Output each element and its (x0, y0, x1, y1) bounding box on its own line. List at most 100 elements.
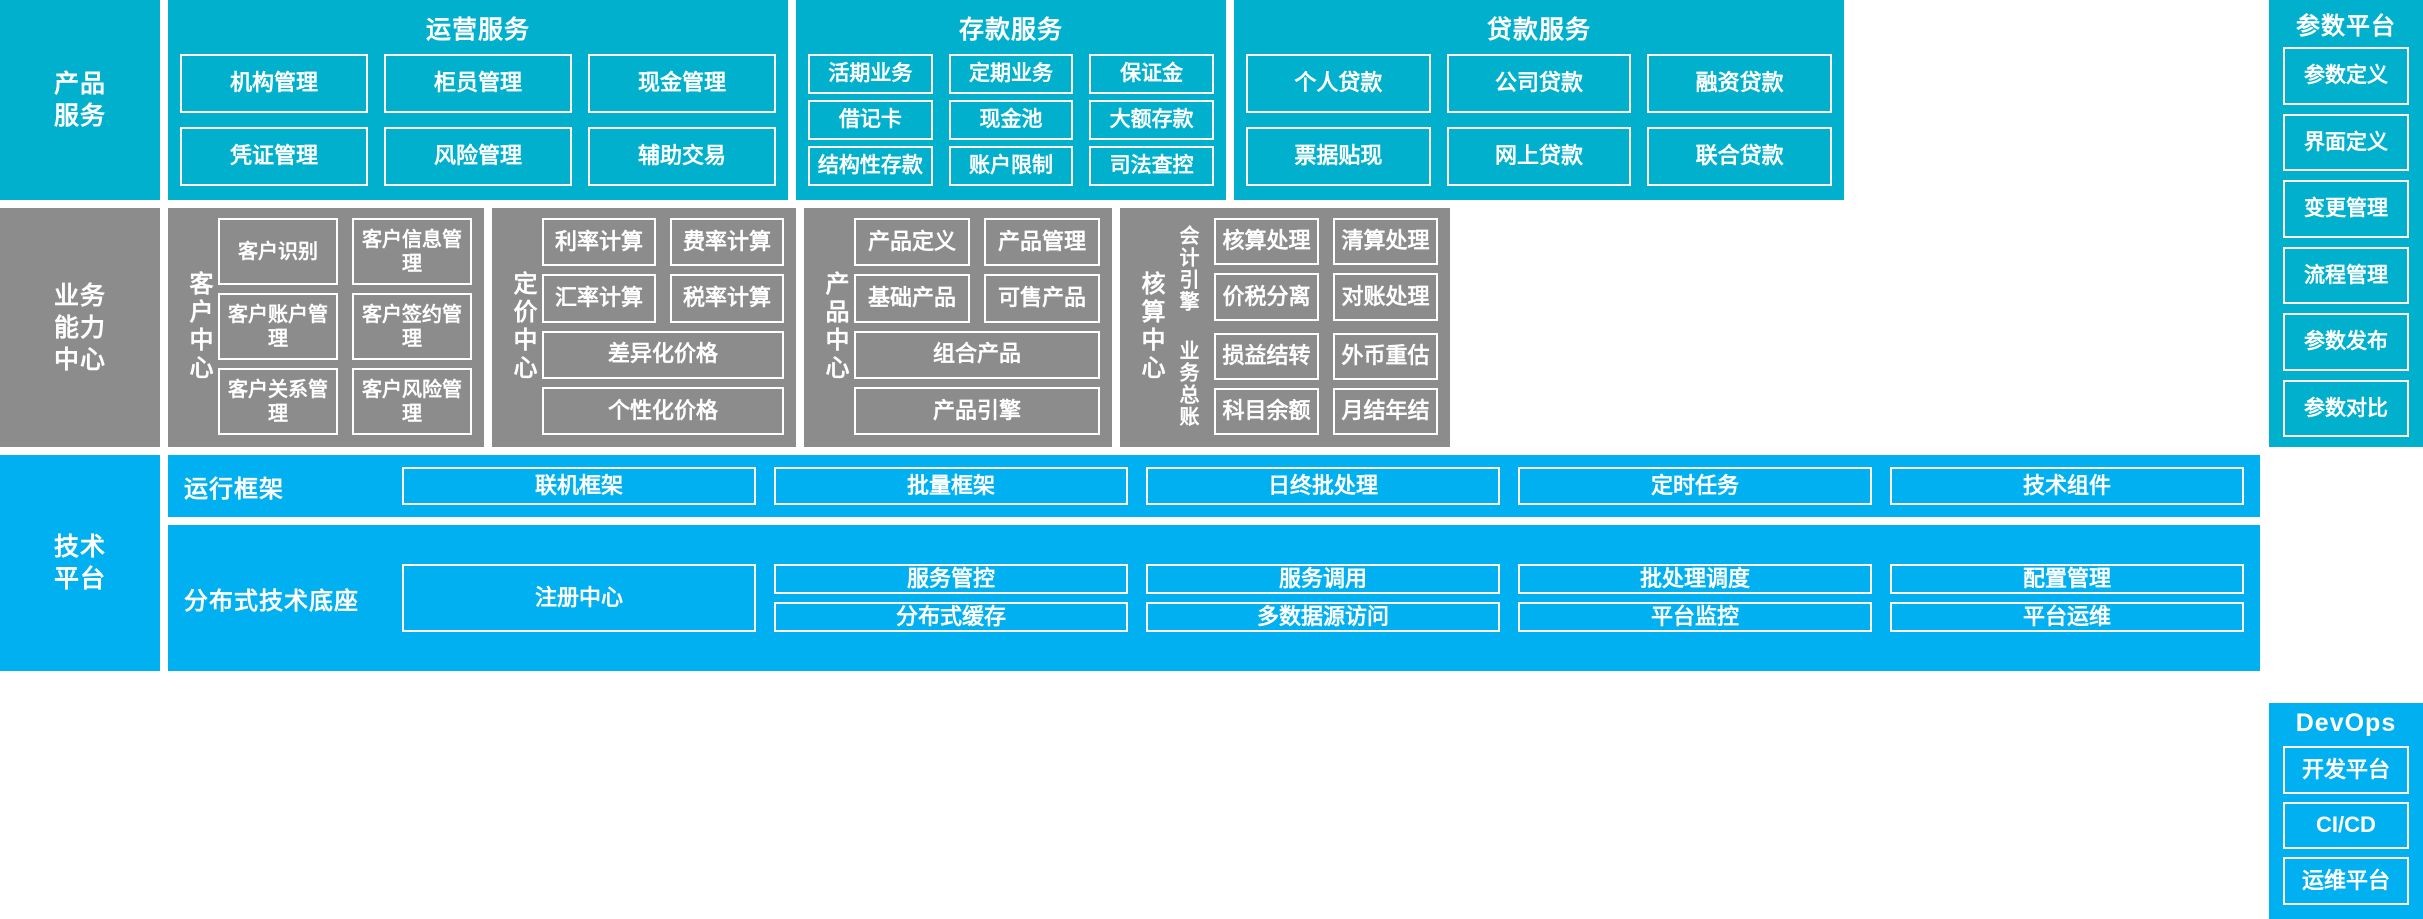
service-card[interactable]: 网上贷款 (1446, 127, 1632, 186)
center-pricing: 定价中心 利率计算 费率计算 汇率计算 税率计算 差异化价格 个性化价格 (492, 208, 796, 447)
service-card[interactable]: 活期业务 (808, 54, 933, 94)
capability-card[interactable]: 损益结转 (1214, 332, 1319, 380)
center-label-pricing: 定价中心 (509, 270, 536, 383)
devops-card[interactable]: 开发平台 (2283, 746, 2409, 794)
group-operation-service: 运营服务 机构管理 柜员管理 现金管理 凭证管理 风险管理 辅助交易 (168, 0, 788, 200)
capability-card[interactable]: 核算处理 (1214, 218, 1319, 266)
tech-card[interactable]: 分布式缓存 (774, 602, 1128, 633)
service-card[interactable]: 个人贷款 (1246, 54, 1431, 113)
capability-card[interactable]: 组合产品 (854, 330, 1100, 379)
capability-card[interactable]: 产品引擎 (854, 386, 1100, 435)
tech-card[interactable]: 日终批处理 (1146, 467, 1500, 505)
product-center-grid: 产品定义 产品管理 基础产品 可售产品 组合产品 产品引擎 (854, 218, 1100, 435)
service-card[interactable]: 柜员管理 (384, 54, 572, 113)
capability-card[interactable]: 外币重估 (1333, 332, 1438, 380)
capability-card[interactable]: 清算处理 (1333, 218, 1438, 266)
service-card[interactable]: 借记卡 (808, 100, 933, 140)
tech-card[interactable]: 多数据源访问 (1146, 602, 1500, 633)
tech-card[interactable]: 平台监控 (1518, 602, 1872, 633)
parameter-card[interactable]: 参数对比 (2283, 379, 2409, 437)
accounting-center-body: 会计引擎 核算处理 清算处理 价税分离 对账处理 业务总账 损益结转 外币重估 (1170, 218, 1438, 435)
capability-card[interactable]: 产品管理 (984, 218, 1100, 267)
accounting-sublabel-ledger: 业务总账 (1176, 339, 1198, 428)
sidebar-devops: DevOps 开发平台 CI/CD 运维平台 (2269, 703, 2423, 919)
capability-card[interactable]: 费率计算 (670, 218, 784, 267)
service-card[interactable]: 联合贷款 (1647, 127, 1832, 186)
service-card[interactable]: 机构管理 (180, 54, 368, 113)
capability-card[interactable]: 客户识别 (218, 218, 338, 285)
service-card[interactable]: 辅助交易 (588, 127, 776, 186)
devops-card[interactable]: CI/CD (2283, 801, 2409, 850)
service-card[interactable]: 现金管理 (588, 54, 776, 113)
tech-card[interactable]: 平台运维 (1890, 602, 2244, 633)
tech-card[interactable]: 联机框架 (402, 467, 756, 505)
capability-card[interactable]: 客户信息管理 (352, 218, 472, 285)
parameter-card[interactable]: 流程管理 (2283, 246, 2409, 304)
service-card[interactable]: 结构性存款 (808, 146, 933, 186)
tech-card[interactable]: 服务管控 (774, 563, 1128, 594)
accounting-engine-grid: 核算处理 清算处理 价税分离 对账处理 (1214, 218, 1438, 321)
operation-service-grid: 机构管理 柜员管理 现金管理 凭证管理 风险管理 辅助交易 (180, 54, 776, 186)
service-card[interactable]: 大额存款 (1089, 100, 1214, 140)
sidebar-title-devops: DevOps (2295, 709, 2397, 737)
tech-card[interactable]: 定时任务 (1518, 467, 1872, 505)
service-card[interactable]: 司法查控 (1089, 146, 1214, 186)
tech-card[interactable]: 服务调用 (1146, 563, 1500, 594)
capability-card[interactable]: 客户关系管理 (218, 368, 338, 435)
tech-card[interactable]: 配置管理 (1890, 563, 2244, 594)
layer-label-business-capability: 业务 能力 中心 (0, 208, 160, 447)
service-card[interactable]: 凭证管理 (180, 127, 368, 186)
parameter-card[interactable]: 参数发布 (2283, 313, 2409, 371)
capability-card[interactable]: 可售产品 (984, 274, 1100, 323)
tech-bands: 运行框架 联机框架 批量框架 日终批处理 定时任务 技术组件 分布式技术底座 注… (168, 455, 2260, 671)
service-card[interactable]: 融资贷款 (1647, 54, 1832, 113)
tech-card[interactable]: 批处理调度 (1518, 563, 1872, 594)
capability-card[interactable]: 基础产品 (854, 274, 970, 323)
service-card[interactable]: 保证金 (1089, 54, 1214, 94)
capability-card[interactable]: 客户签约管理 (352, 293, 472, 360)
accounting-block-ledger: 业务总账 损益结转 外币重估 科目余额 月结年结 (1170, 332, 1438, 435)
service-card[interactable]: 现金池 (948, 100, 1074, 140)
capability-card[interactable]: 价税分离 (1214, 273, 1319, 321)
group-title-loan-service: 贷款服务 (1486, 16, 1591, 44)
capability-card[interactable]: 税率计算 (670, 274, 784, 323)
capability-card[interactable]: 产品定义 (854, 218, 970, 267)
tech-card-registry-center[interactable]: 注册中心 (402, 563, 756, 633)
service-card[interactable]: 公司贷款 (1446, 54, 1632, 113)
service-card[interactable]: 票据贴现 (1246, 127, 1431, 186)
loan-service-grid: 个人贷款 公司贷款 融资贷款 票据贴现 网上贷款 联合贷款 (1246, 54, 1832, 186)
parameter-card[interactable]: 参数定义 (2283, 47, 2409, 105)
devops-card[interactable]: 运维平台 (2283, 857, 2409, 906)
capability-card[interactable]: 客户风险管理 (352, 368, 472, 435)
parameter-card[interactable]: 界面定义 (2283, 113, 2409, 171)
layer-label-tech-platform: 技术 平台 (0, 455, 160, 671)
band-runtime-framework: 运行框架 联机框架 批量框架 日终批处理 定时任务 技术组件 (168, 455, 2260, 517)
service-card[interactable]: 风险管理 (384, 127, 572, 186)
service-card[interactable]: 定期业务 (948, 54, 1074, 94)
center-label-accounting: 核算中心 (1137, 270, 1164, 383)
deposit-service-grid: 活期业务 定期业务 保证金 借记卡 现金池 大额存款 结构性存款 账户限制 司法… (808, 54, 1214, 186)
capability-card[interactable]: 差异化价格 (542, 330, 784, 379)
center-label-product: 产品中心 (821, 270, 848, 383)
capability-card[interactable]: 月结年结 (1333, 387, 1438, 435)
tech-card[interactable]: 技术组件 (1890, 467, 2244, 505)
capability-card[interactable]: 对账处理 (1333, 273, 1438, 321)
layer-product-service: 产品 服务 运营服务 机构管理 柜员管理 现金管理 凭证管理 风险管理 辅助交易… (0, 0, 2260, 200)
center-accounting: 核算中心 会计引擎 核算处理 清算处理 价税分离 对账处理 业务总账 (1120, 208, 1450, 447)
parameter-card[interactable]: 变更管理 (2283, 180, 2409, 238)
group-deposit-service: 存款服务 活期业务 定期业务 保证金 借记卡 现金池 大额存款 结构性存款 账户… (796, 0, 1226, 200)
accounting-block-engine: 会计引擎 核算处理 清算处理 价税分离 对账处理 (1170, 218, 1438, 321)
accounting-sublabel-engine: 会计引擎 (1176, 225, 1198, 314)
capability-card[interactable]: 利率计算 (542, 218, 656, 267)
capability-card[interactable]: 客户账户管理 (218, 293, 338, 360)
capability-card[interactable]: 个性化价格 (542, 386, 784, 435)
service-card[interactable]: 账户限制 (948, 146, 1074, 186)
tech-card[interactable]: 批量框架 (774, 467, 1128, 505)
sidebar-parameter-platform: 参数平台 参数定义 界面定义 变更管理 流程管理 参数发布 参数对比 (2269, 0, 2423, 447)
customer-center-grid: 客户识别 客户信息管理 客户账户管理 客户签约管理 客户关系管理 客户风险管理 (218, 218, 472, 435)
capability-card[interactable]: 汇率计算 (542, 274, 656, 323)
band-title-distributed-base: 分布式技术底座 (184, 587, 359, 615)
runtime-framework-cells: 联机框架 批量框架 日终批处理 定时任务 技术组件 (402, 467, 2244, 505)
capability-card[interactable]: 科目余额 (1214, 387, 1319, 435)
layer-tech-platform: 技术 平台 运行框架 联机框架 批量框架 日终批处理 定时任务 技术组件 分布式… (0, 455, 2260, 671)
